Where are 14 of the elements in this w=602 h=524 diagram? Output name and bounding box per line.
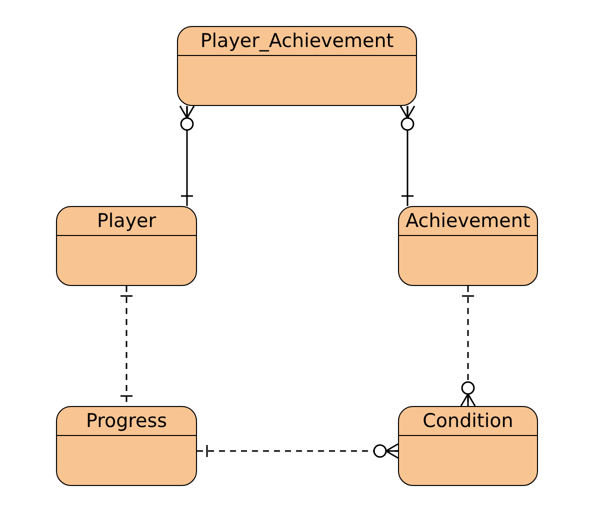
entity-box — [398, 406, 538, 486]
entity-name: Player — [96, 210, 156, 232]
entity-name: Condition — [422, 410, 514, 432]
entity-box — [177, 26, 417, 106]
entity-box — [56, 406, 197, 486]
entity-name: Player_Achievement — [200, 30, 394, 52]
relationship-line — [460, 286, 476, 407]
entity-box — [56, 206, 197, 286]
entity-name: Progress — [86, 410, 168, 432]
relationship-line — [197, 443, 399, 459]
relationship-line — [179, 105, 195, 206]
relationship-line — [400, 105, 416, 206]
entity-name: Achievement — [406, 210, 530, 232]
entity-box — [398, 206, 538, 286]
